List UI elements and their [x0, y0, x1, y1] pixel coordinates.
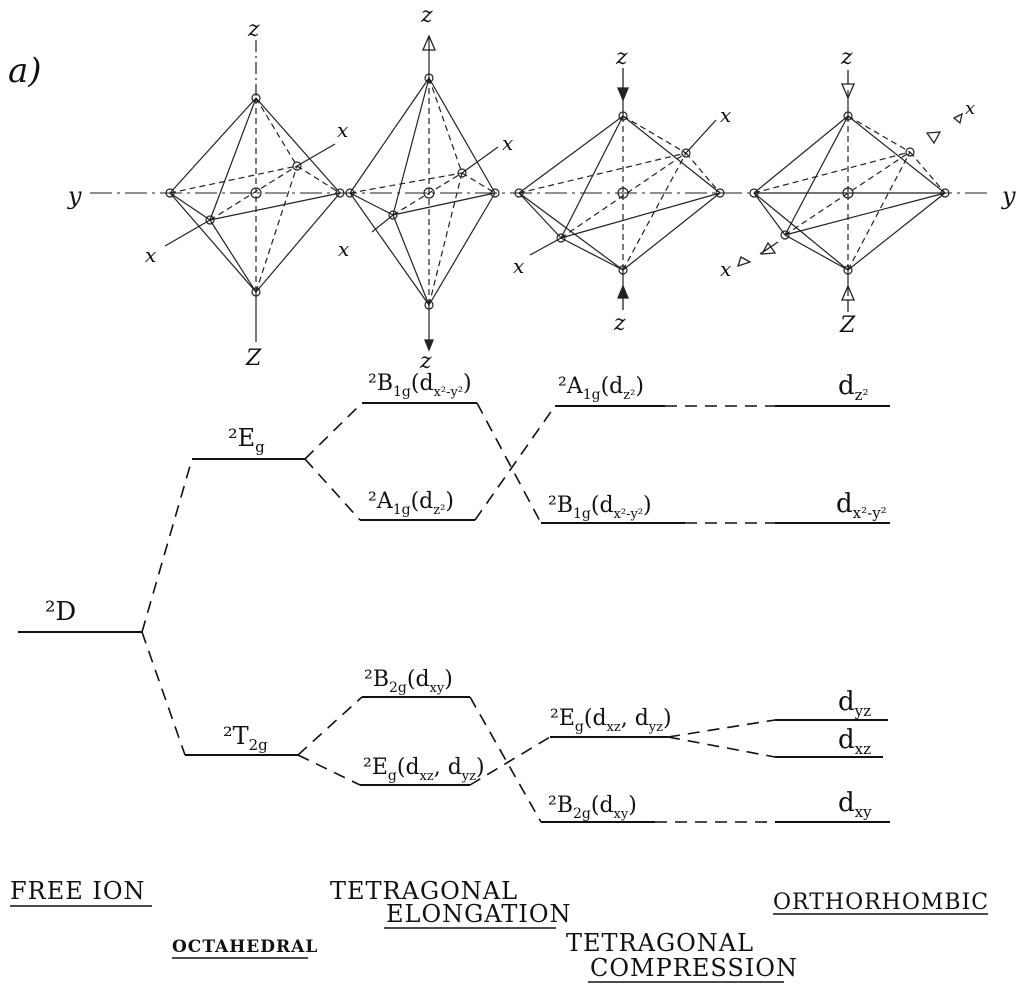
oct1-x-right: x — [337, 118, 348, 142]
oct2-z-top: z — [420, 3, 433, 28]
level-labels: ²D ²Eg ²T2g ²B1g(dx²-y²) ²A1g(dz²) ²B2g(… — [45, 371, 887, 822]
label-comp-2A1g: ²A1g(dz²) — [558, 374, 644, 403]
oct2-x-left: x — [338, 237, 349, 261]
octahedron-orthorhombic — [749, 90, 950, 296]
oct4-z-bottom: Z — [839, 313, 856, 338]
oct3-z-bottom: z — [613, 311, 626, 336]
oct4-arrow-bottom — [841, 284, 855, 312]
oct4-x-left: x — [720, 257, 731, 281]
stage-tetragonal-elongation-2: ELONGATION — [386, 900, 572, 928]
oct3-arrow-bottom — [617, 284, 629, 310]
correlation-lines — [141, 402, 776, 823]
oct4-arrow-top — [841, 70, 855, 100]
label-oct-2Eg: ²Eg — [228, 424, 265, 456]
stage-orthorhombic: ORTHORHOMBIC — [773, 890, 989, 915]
oct1-z-bottom: Z — [245, 346, 262, 371]
label-comp-2Eg: ²Eg(dxz, dyz) — [550, 706, 672, 735]
label-oct-2T2g: ²T2g — [223, 722, 268, 754]
label-ortho-dx2y2: dx²-y² — [836, 489, 887, 522]
oct3-x-left: x — [513, 254, 524, 278]
y-axis-label-right: y — [1001, 182, 1016, 210]
stage-labels: FREE ION OCTAHEDRAL TETRAGONAL ELONGATIO… — [10, 877, 989, 983]
label-free-ion-2D: ²D — [45, 597, 76, 627]
stage-tetragonal-compression-1: TETRAGONAL — [566, 929, 754, 957]
y-axis-label-left: y — [67, 182, 82, 210]
oct3-z-top: z — [615, 45, 628, 70]
label-ortho-dxy: dxy — [838, 788, 872, 821]
label-ortho-dyz: dyz — [838, 687, 871, 720]
oct4-z-top: z — [840, 45, 853, 70]
label-comp-2B2g: ²B2g(dxy) — [548, 793, 637, 822]
stage-tetragonal-compression-2: COMPRESSION — [590, 954, 798, 982]
oct2-x-right: x — [502, 131, 513, 155]
octahedron-regular — [164, 40, 345, 342]
label-elong-2B2g: ²B2g(dxy) — [364, 667, 453, 696]
label-elong-2B1g: ²B1g(dx²-y²) — [368, 371, 472, 400]
oct3-x-right: x — [720, 103, 731, 127]
oct2-z-bottom: z — [419, 349, 432, 374]
stage-tetragonal-elongation-1: TETRAGONAL — [330, 877, 518, 905]
oct2-arrow-up — [422, 34, 436, 51]
stage-free-ion: FREE ION — [10, 877, 146, 905]
label-elong-2A1g: ²A1g(dz²) — [368, 489, 454, 518]
oct4-x-right: x — [965, 98, 975, 119]
label-ortho-dz2: dz² — [838, 371, 869, 404]
oct1-z-top: z — [247, 17, 260, 42]
oct1-x-left: x — [145, 243, 156, 267]
label-comp-2B1g: ²B1g(dx²-y²) — [548, 493, 652, 522]
octahedron-elongated — [345, 36, 500, 345]
oct2-arrow-down — [424, 339, 434, 352]
oct4-arrow-x-left — [736, 241, 779, 268]
label-ortho-dxz: dxz — [838, 725, 871, 758]
energy-levels — [18, 402, 890, 823]
oct4-arrow-x-right — [925, 112, 963, 145]
label-elong-2Eg: ²Eg(dxz, dyz) — [363, 755, 485, 784]
panel-label: a) — [8, 51, 42, 91]
stage-octahedral: OCTAHEDRAL — [172, 937, 318, 957]
oct3-arrow-top — [617, 68, 629, 102]
